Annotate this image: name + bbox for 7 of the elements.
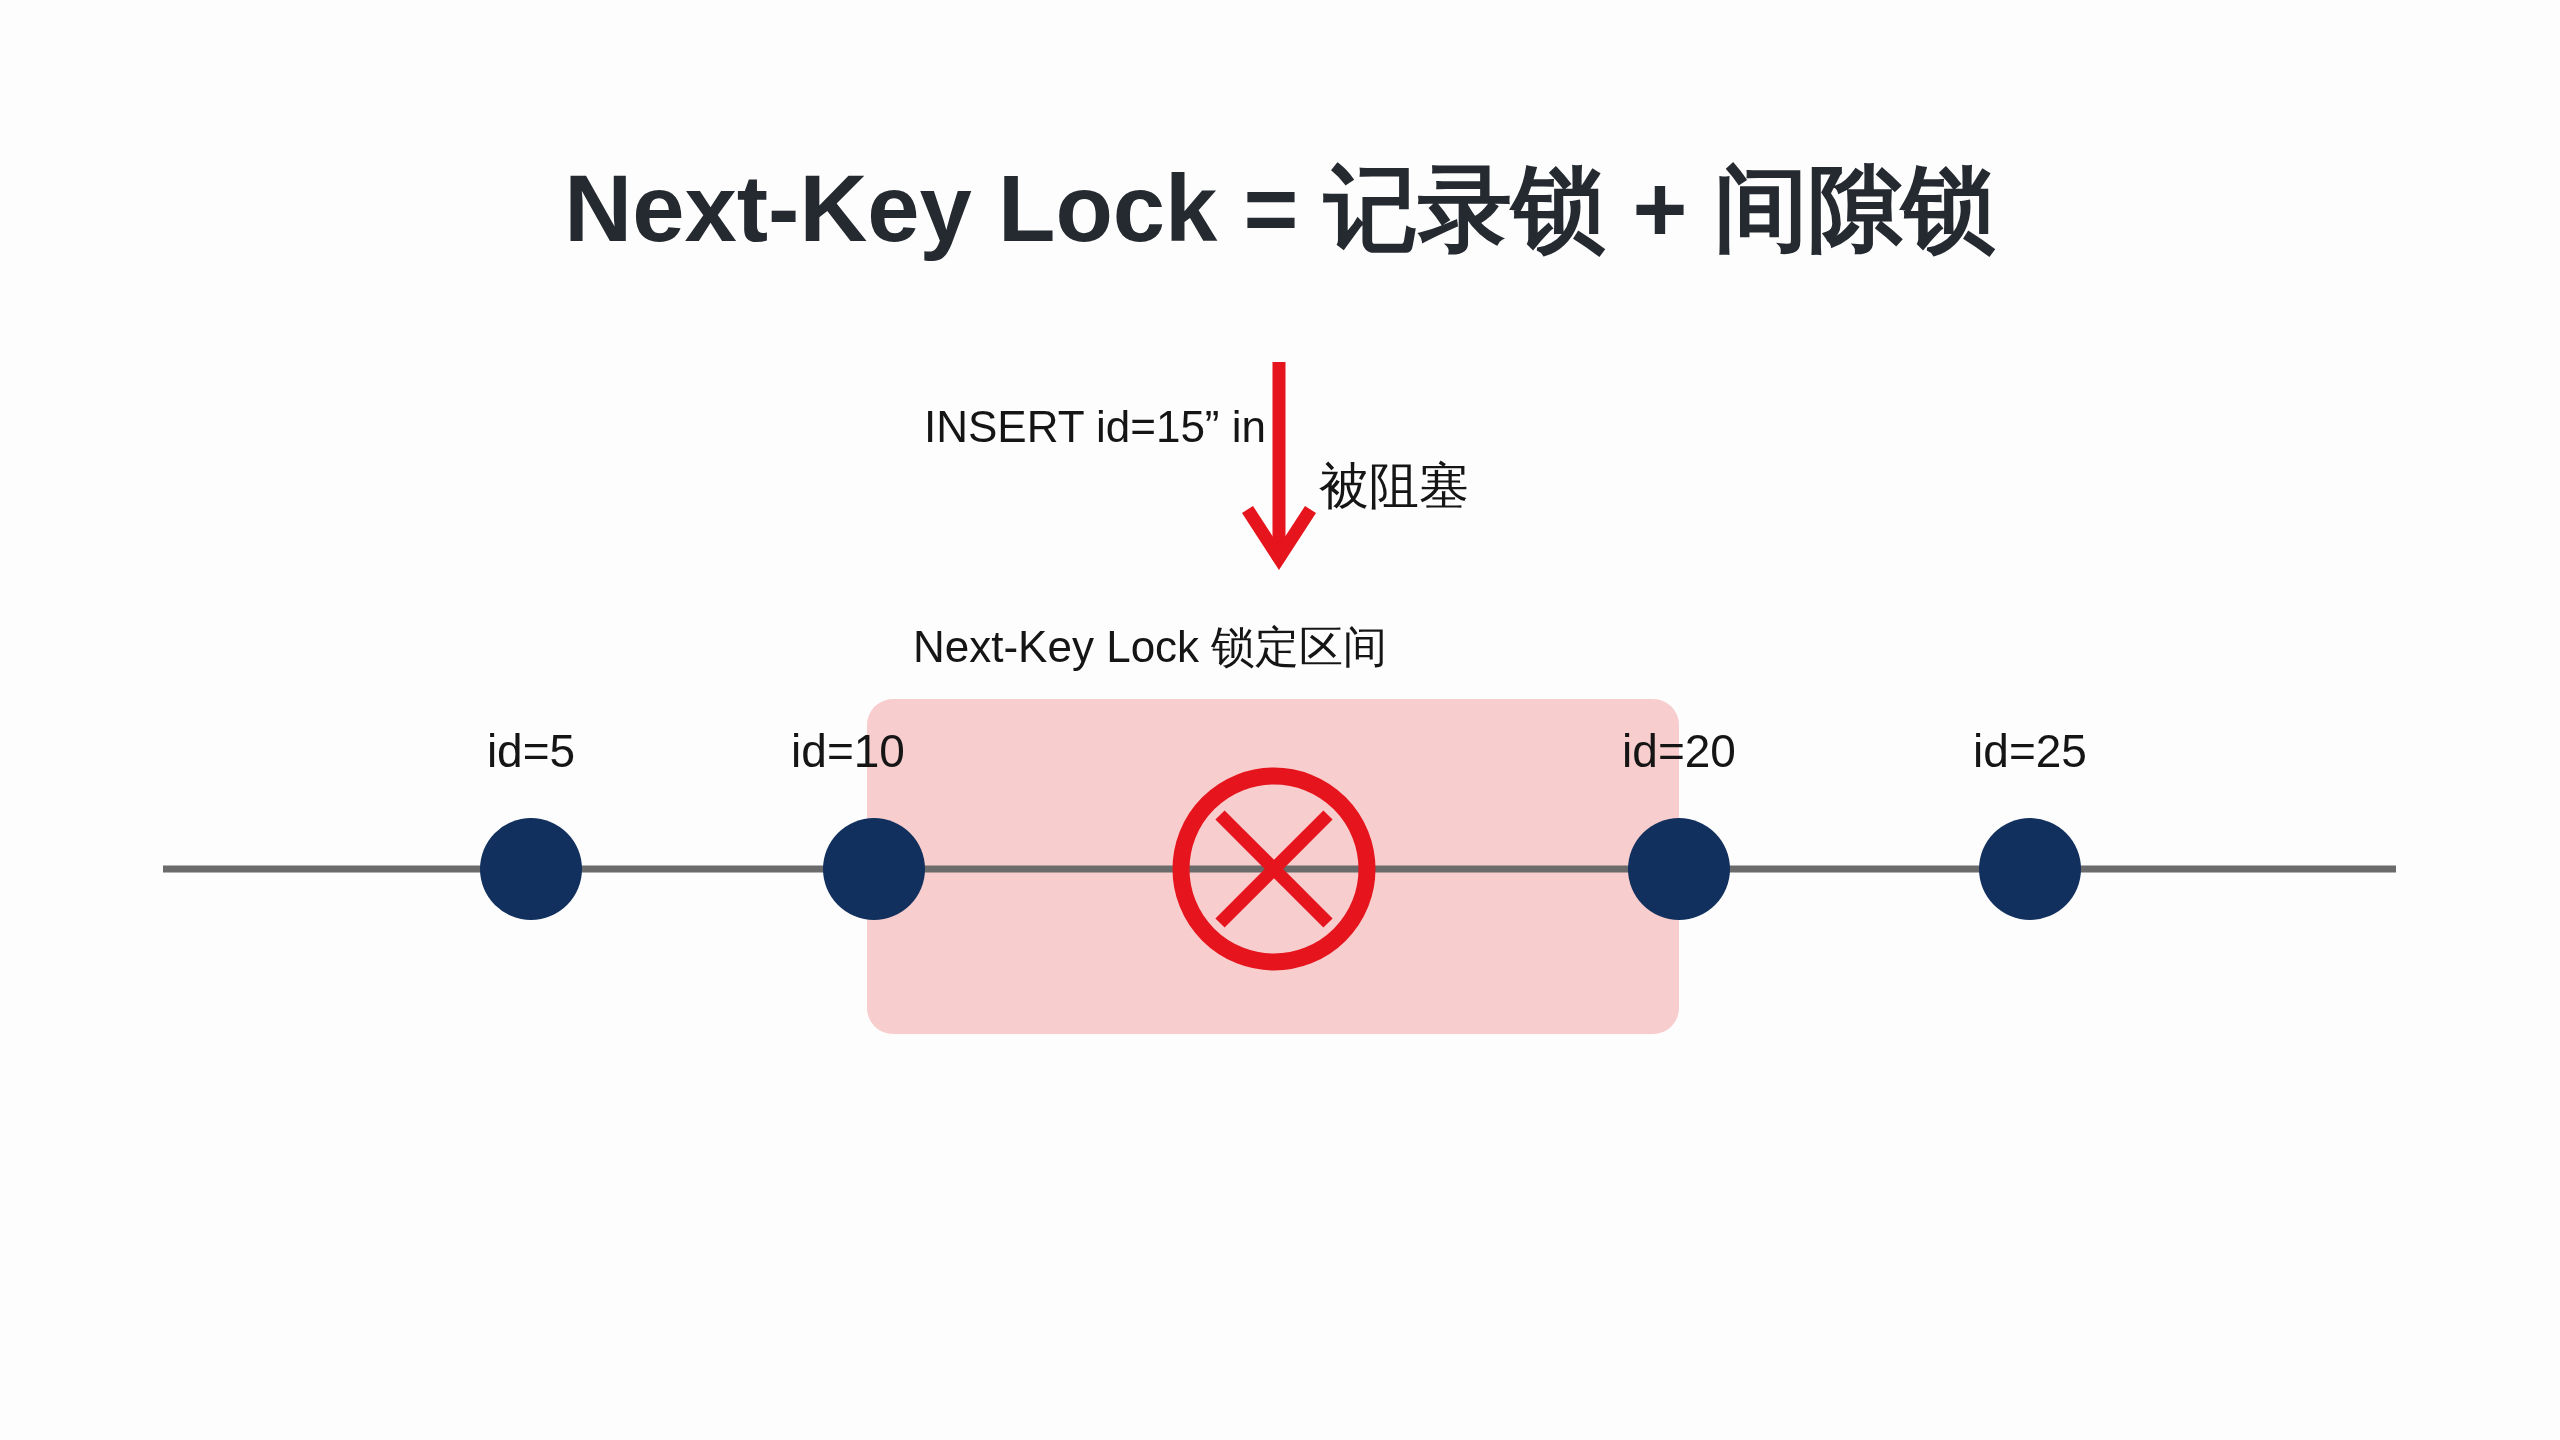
id-label: id=25 xyxy=(1973,725,2087,778)
title: Next-Key Lock = 记录锁 + 间隙锁 xyxy=(564,156,1996,262)
id-label: id=5 xyxy=(486,725,576,778)
range-heading: Next-Key Lock 锁定区间 xyxy=(913,622,1388,673)
id-label: id=10 xyxy=(791,725,905,778)
insert-label: INSERT id=15” in xyxy=(924,402,1266,453)
id-label: id=20 xyxy=(1622,725,1736,778)
